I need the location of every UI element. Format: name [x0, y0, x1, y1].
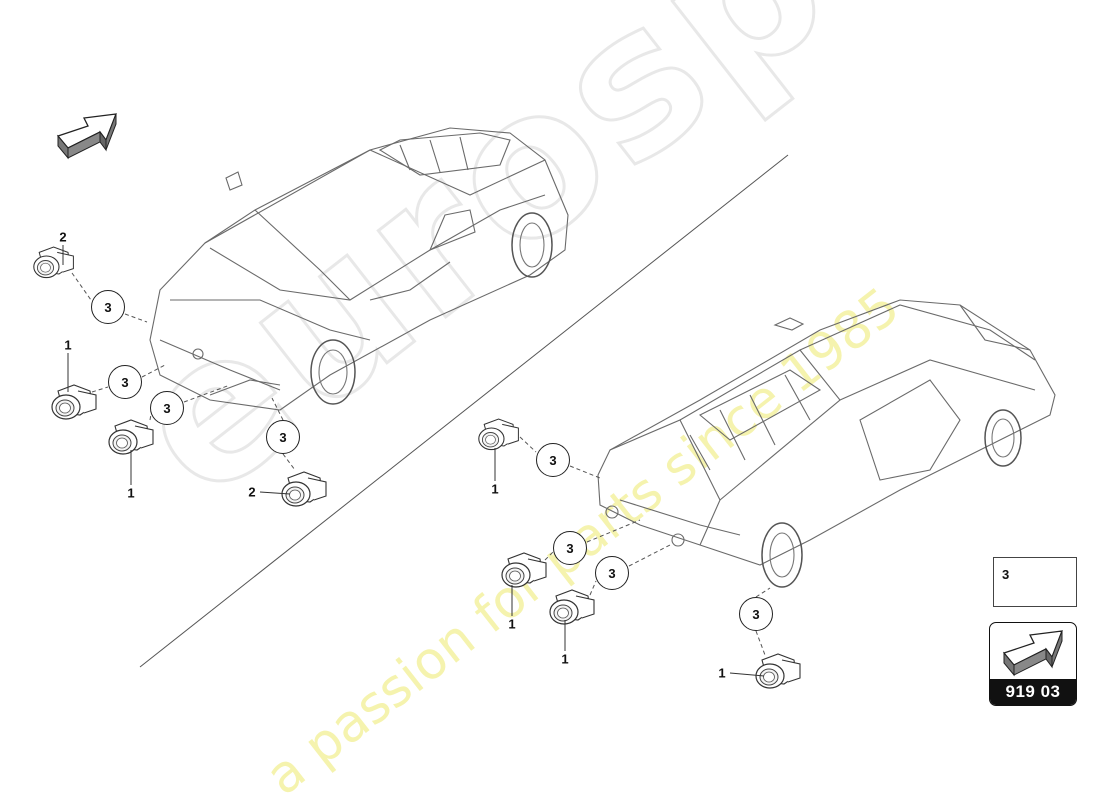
sensor-part-rear-2 — [501, 552, 547, 588]
sensor-part-rear-3 — [549, 589, 595, 625]
callout-circle[interactable]: 3 — [553, 531, 587, 565]
sensor-part-front-1 — [33, 246, 74, 279]
sensor-part-rear-1 — [478, 418, 519, 451]
part-label: 1 — [561, 651, 569, 667]
page-nav-button[interactable]: 919 03 — [989, 622, 1077, 706]
label-ticks — [62, 245, 765, 677]
page-code: 919 03 — [990, 679, 1076, 705]
callout-circle[interactable]: 3 — [536, 443, 570, 477]
callout-circle[interactable]: 3 — [266, 420, 300, 454]
leader-lines — [71, 272, 771, 656]
callout-circle[interactable]: 3 — [739, 597, 773, 631]
callout-circle[interactable]: 3 — [108, 365, 142, 399]
part-label: 2 — [59, 229, 67, 245]
callout-circle[interactable]: 3 — [150, 391, 184, 425]
part-label: 1 — [491, 481, 499, 497]
part-label: 2 — [248, 484, 256, 500]
callout-circle[interactable]: 3 — [595, 556, 629, 590]
part-label: 1 — [64, 337, 72, 353]
sensor-part-front-3 — [108, 419, 154, 455]
legend-box: 3 — [993, 557, 1077, 607]
car-rear-view — [597, 299, 1056, 588]
direction-arrow-icon — [57, 113, 117, 159]
car-front-view — [149, 127, 569, 411]
part-label: 1 — [127, 485, 135, 501]
view-divider — [139, 154, 789, 668]
sensor-part-front-2 — [51, 384, 97, 420]
direction-arrow-icon — [1003, 630, 1063, 676]
part-label: 1 — [508, 616, 516, 632]
part-label: 1 — [718, 665, 726, 681]
sensor-part-rear-4 — [755, 653, 801, 689]
legend-number: 3 — [1002, 567, 1010, 582]
callout-circle[interactable]: 3 — [91, 290, 125, 324]
sensor-part-front-4 — [281, 471, 327, 507]
